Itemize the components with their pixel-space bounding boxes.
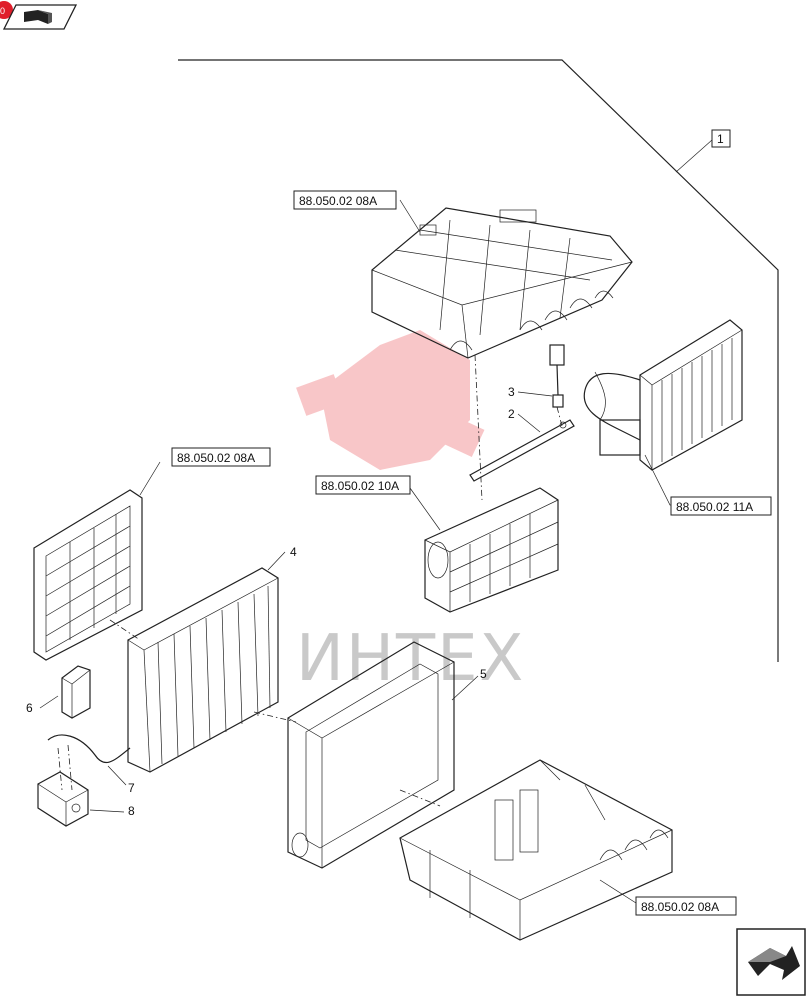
callout-3: 3: [508, 385, 515, 399]
evaporator-part-4: [127, 567, 279, 773]
watermark-text: ИНТЕХ: [296, 622, 525, 696]
book-icon: [24, 10, 52, 24]
expansion-valve-part-8: [37, 771, 89, 827]
top-left-badge[interactable]: 0: [0, 1, 78, 30]
frame-part-5: [287, 641, 455, 869]
pipe-part-7: [47, 734, 131, 764]
upper-housing: [371, 207, 633, 359]
ref-box-blower[interactable]: 88.050.02 10A: [315, 475, 411, 495]
ref-box-heater-core[interactable]: 88.050.02 11A: [670, 496, 772, 516]
svg-text:88.050.02 08A: 88.050.02 08A: [177, 451, 255, 465]
callout-7: 7: [128, 781, 135, 795]
sensor-part-3: [549, 344, 565, 408]
ref-box-lower-housing[interactable]: 88.050.02 08A: [635, 896, 737, 916]
callout-4: 4: [290, 545, 297, 559]
cabin-filter: [33, 489, 143, 661]
callout-2: 2: [508, 407, 515, 421]
callout-6: 6: [26, 701, 33, 715]
assembly-number-box: 1: [711, 129, 731, 148]
svg-text:88.050.02 11A: 88.050.02 11A: [676, 500, 753, 514]
assembly-bracket-line: [178, 59, 779, 662]
badge-text: 0: [0, 6, 5, 16]
assembly-number: 1: [717, 132, 724, 146]
next-page-arrow-icon[interactable]: [736, 928, 806, 996]
blower-unit: [424, 487, 559, 613]
lower-housing: [399, 759, 673, 941]
ref-box-upper-housing[interactable]: 88.050.02 08A: [293, 190, 397, 210]
ref-box-filter[interactable]: 88.050.02 08A: [171, 447, 271, 467]
svg-text:88.050.02 08A: 88.050.02 08A: [299, 194, 377, 208]
svg-text:88.050.02 08A: 88.050.02 08A: [641, 900, 719, 914]
svg-text:88.050.02 10A: 88.050.02 10A: [321, 479, 399, 493]
foam-pad-part-6: [61, 665, 91, 719]
callout-5: 5: [480, 667, 487, 681]
bracket-part-2: [469, 419, 575, 482]
callout-8: 8: [128, 804, 135, 818]
watermark-logo: [296, 330, 485, 470]
heater-core: [583, 319, 743, 471]
